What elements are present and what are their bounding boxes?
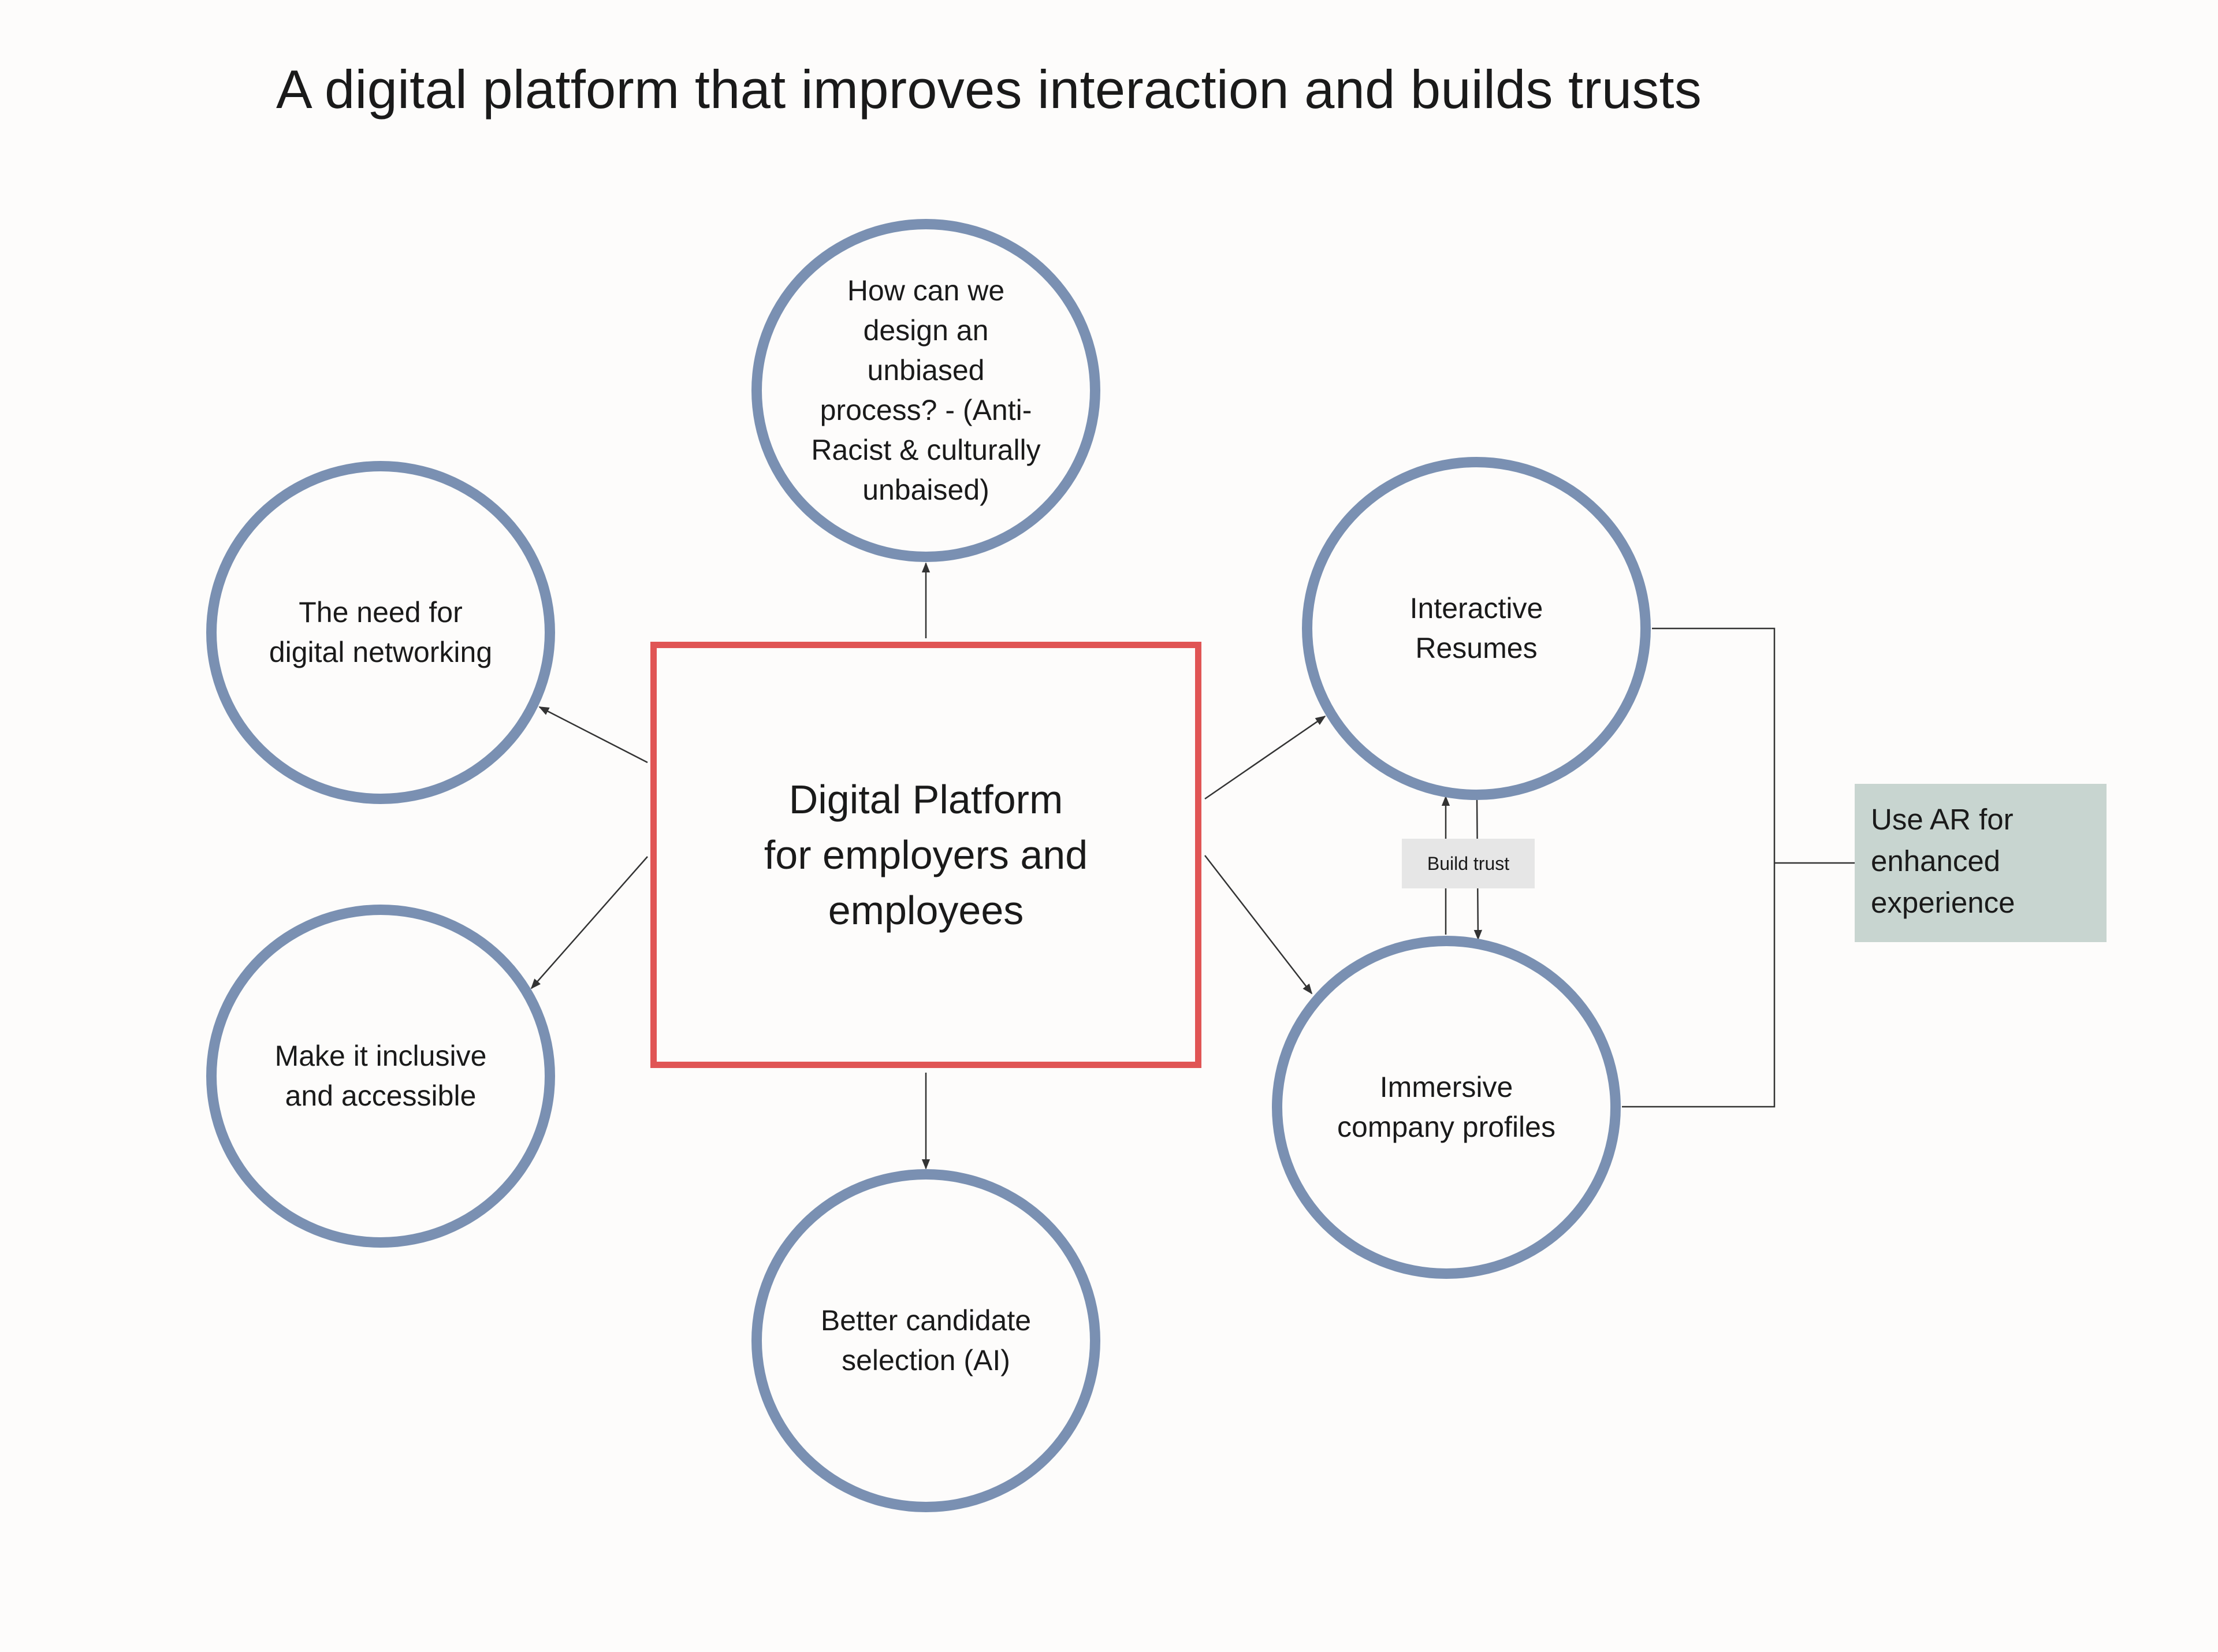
node-candidate-selection[interactable]: Better candidate selection (AI) — [751, 1169, 1100, 1512]
arrow-to-resumes — [1204, 715, 1326, 800]
center-digital-platform[interactable]: Digital Platform for employers and emplo… — [650, 642, 1201, 1068]
node-unbiased-label: How can we design an unbiased process? -… — [811, 274, 1041, 506]
ar-experience-box[interactable]: Use AR for enhanced experience — [1855, 784, 2107, 942]
build-trust-label: Build trust — [1402, 839, 1535, 888]
node-inclusive-label: Make it inclusive and accessible — [274, 1040, 487, 1112]
node-selection-label: Better candidate selection (AI) — [820, 1304, 1032, 1376]
ar-box-line: enhanced — [1871, 844, 2001, 877]
node-profiles-label: Immersive company profiles — [1337, 1071, 1555, 1143]
node-digital-networking[interactable]: The need for digital networking — [206, 461, 555, 804]
arrow-to-inclusive — [530, 856, 648, 989]
diagram-title: A digital platform that improves interac… — [276, 59, 1702, 120]
node-networking-label: The need for digital networking — [269, 596, 493, 668]
ar-box-line: Use AR for — [1871, 803, 2014, 836]
node-unbiased-process[interactable]: How can we design an unbiased process? -… — [751, 219, 1100, 562]
node-company-profiles[interactable]: Immersive company profiles — [1272, 936, 1621, 1279]
node-inclusive-accessible[interactable]: Make it inclusive and accessible — [206, 905, 555, 1248]
ar-box-line: experience — [1871, 886, 2015, 919]
node-interactive-resumes[interactable]: Interactive Resumes — [1302, 457, 1651, 800]
bracket-connector — [1622, 627, 1776, 1108]
arrow-to-profiles — [1204, 855, 1313, 995]
arrow-to-networking — [538, 706, 648, 764]
node-resumes-label: Interactive Resumes — [1409, 592, 1543, 664]
center-label: Digital Platform for employers and emplo… — [764, 777, 1088, 933]
